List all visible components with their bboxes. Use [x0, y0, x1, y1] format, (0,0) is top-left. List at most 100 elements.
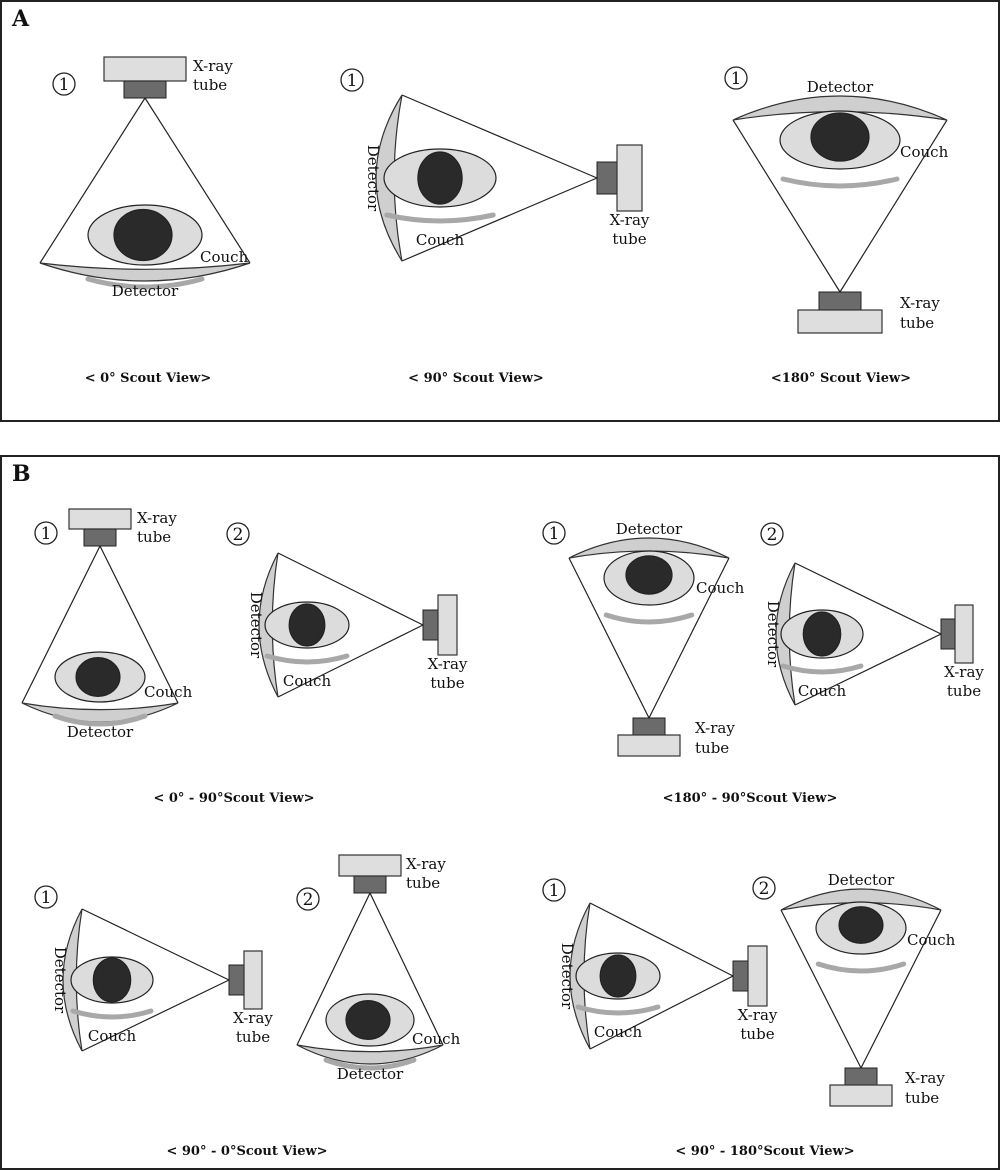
step-badge-b90-180-2: 2 — [752, 876, 776, 900]
xray-label: X-ray — [905, 1069, 945, 1087]
tube-label: tube — [900, 314, 934, 332]
panel-b-letter: B — [12, 461, 31, 487]
beam-fan — [794, 562, 942, 706]
step-circle-icon — [542, 521, 566, 545]
step-badge-b0-90-2: 2 — [226, 522, 250, 546]
detector-label: Detector — [112, 282, 179, 300]
tube-label: tube — [740, 1025, 774, 1043]
step-number: 1 — [41, 524, 52, 544]
tube-label: tube — [236, 1028, 270, 1046]
tube-label: tube — [905, 1089, 939, 1107]
step-number: 2 — [759, 879, 770, 899]
tube-label: tube — [137, 528, 171, 546]
xray-tube-head — [123, 80, 167, 99]
detector-arc — [780, 888, 942, 911]
step-badge-b180-90-1: 1 — [542, 521, 566, 545]
xray-label: X-ray — [610, 211, 650, 229]
detector-arc — [732, 95, 948, 121]
detector-label: Detector — [364, 145, 382, 212]
xray-tube-body — [437, 594, 458, 656]
step-circle-icon — [340, 68, 364, 92]
couch-curve — [815, 961, 907, 974]
step-number: 1 — [731, 69, 742, 89]
xray-label: X-ray — [193, 57, 233, 75]
step-circle-icon — [296, 887, 320, 911]
tube-label: tube — [406, 874, 440, 892]
detector-arc — [296, 1044, 444, 1065]
patient-organ — [92, 957, 132, 1003]
step-number: 1 — [347, 71, 358, 91]
xray-tube-head — [422, 609, 439, 641]
xray-tube-head — [732, 960, 749, 992]
tube-label: tube — [430, 674, 464, 692]
couch-label: Couch — [88, 1027, 137, 1045]
step-circle-icon — [34, 521, 58, 545]
detector-label: Detector — [558, 943, 576, 1010]
patient-organ — [625, 555, 673, 595]
beam-fan — [732, 119, 948, 293]
couch-label: Couch — [412, 1030, 461, 1048]
detector-arc — [568, 537, 730, 559]
step-circle-icon — [226, 522, 250, 546]
patient-organ — [288, 603, 326, 647]
step-circle-icon — [724, 66, 748, 90]
beam-fan — [277, 552, 424, 698]
patient-organ — [113, 208, 173, 262]
detector-label: Detector — [807, 78, 874, 96]
detector-arc — [39, 262, 251, 282]
detector-label: Detector — [616, 520, 683, 538]
step-badge-a90: 1 — [340, 68, 364, 92]
patient-organ — [417, 151, 463, 205]
patient-organ — [345, 1000, 391, 1040]
xray-tube-head — [228, 964, 245, 996]
patient-organ — [838, 906, 884, 944]
beam-fan — [21, 545, 179, 704]
xray-tube-body — [747, 945, 768, 1007]
caption-b90-180: < 90° - 180°Scout View> — [675, 1144, 854, 1159]
step-number: 2 — [303, 890, 314, 910]
xray-tube-head — [818, 291, 862, 311]
patient-organ — [599, 954, 637, 998]
couch-curve — [603, 612, 695, 625]
beam-fan — [780, 909, 942, 1069]
patient-organ — [802, 611, 842, 657]
beam-fan — [568, 557, 730, 719]
step-circle-icon — [34, 885, 58, 909]
step-badge-b90-180-1: 1 — [542, 878, 566, 902]
xray-label: X-ray — [233, 1009, 273, 1027]
couch-label: Couch — [416, 231, 465, 249]
xray-tube-head — [632, 717, 666, 736]
xray-tube-body — [68, 508, 132, 530]
step-badge-b0-90-1: 1 — [34, 521, 58, 545]
couch-curve — [323, 1057, 417, 1071]
beam-fan — [39, 97, 251, 264]
xray-label: X-ray — [738, 1006, 778, 1024]
step-circle-icon — [760, 522, 784, 546]
xray-tube-body — [338, 854, 402, 877]
tube-label: tube — [695, 739, 729, 757]
couch-label: Couch — [200, 248, 249, 266]
couch-label: Couch — [798, 682, 847, 700]
caption-a0: < 0° Scout View> — [85, 371, 212, 386]
xray-tube-head — [596, 161, 618, 195]
step-badge-a0: 1 — [52, 72, 76, 96]
xray-tube-body — [954, 604, 974, 664]
step-circle-icon — [52, 72, 76, 96]
couch-label: Couch — [283, 672, 332, 690]
beam-fan — [401, 94, 598, 262]
xray-tube-body — [243, 950, 263, 1010]
couch-label: Couch — [900, 143, 949, 161]
caption-a90: < 90° Scout View> — [408, 371, 544, 386]
xray-tube-head — [83, 528, 117, 547]
detector-label: Detector — [764, 601, 782, 668]
step-number: 2 — [233, 525, 244, 545]
tube-label: tube — [612, 230, 646, 248]
detector-label: Detector — [51, 947, 69, 1014]
caption-b180-90: <180° - 90°Scout View> — [663, 791, 838, 806]
